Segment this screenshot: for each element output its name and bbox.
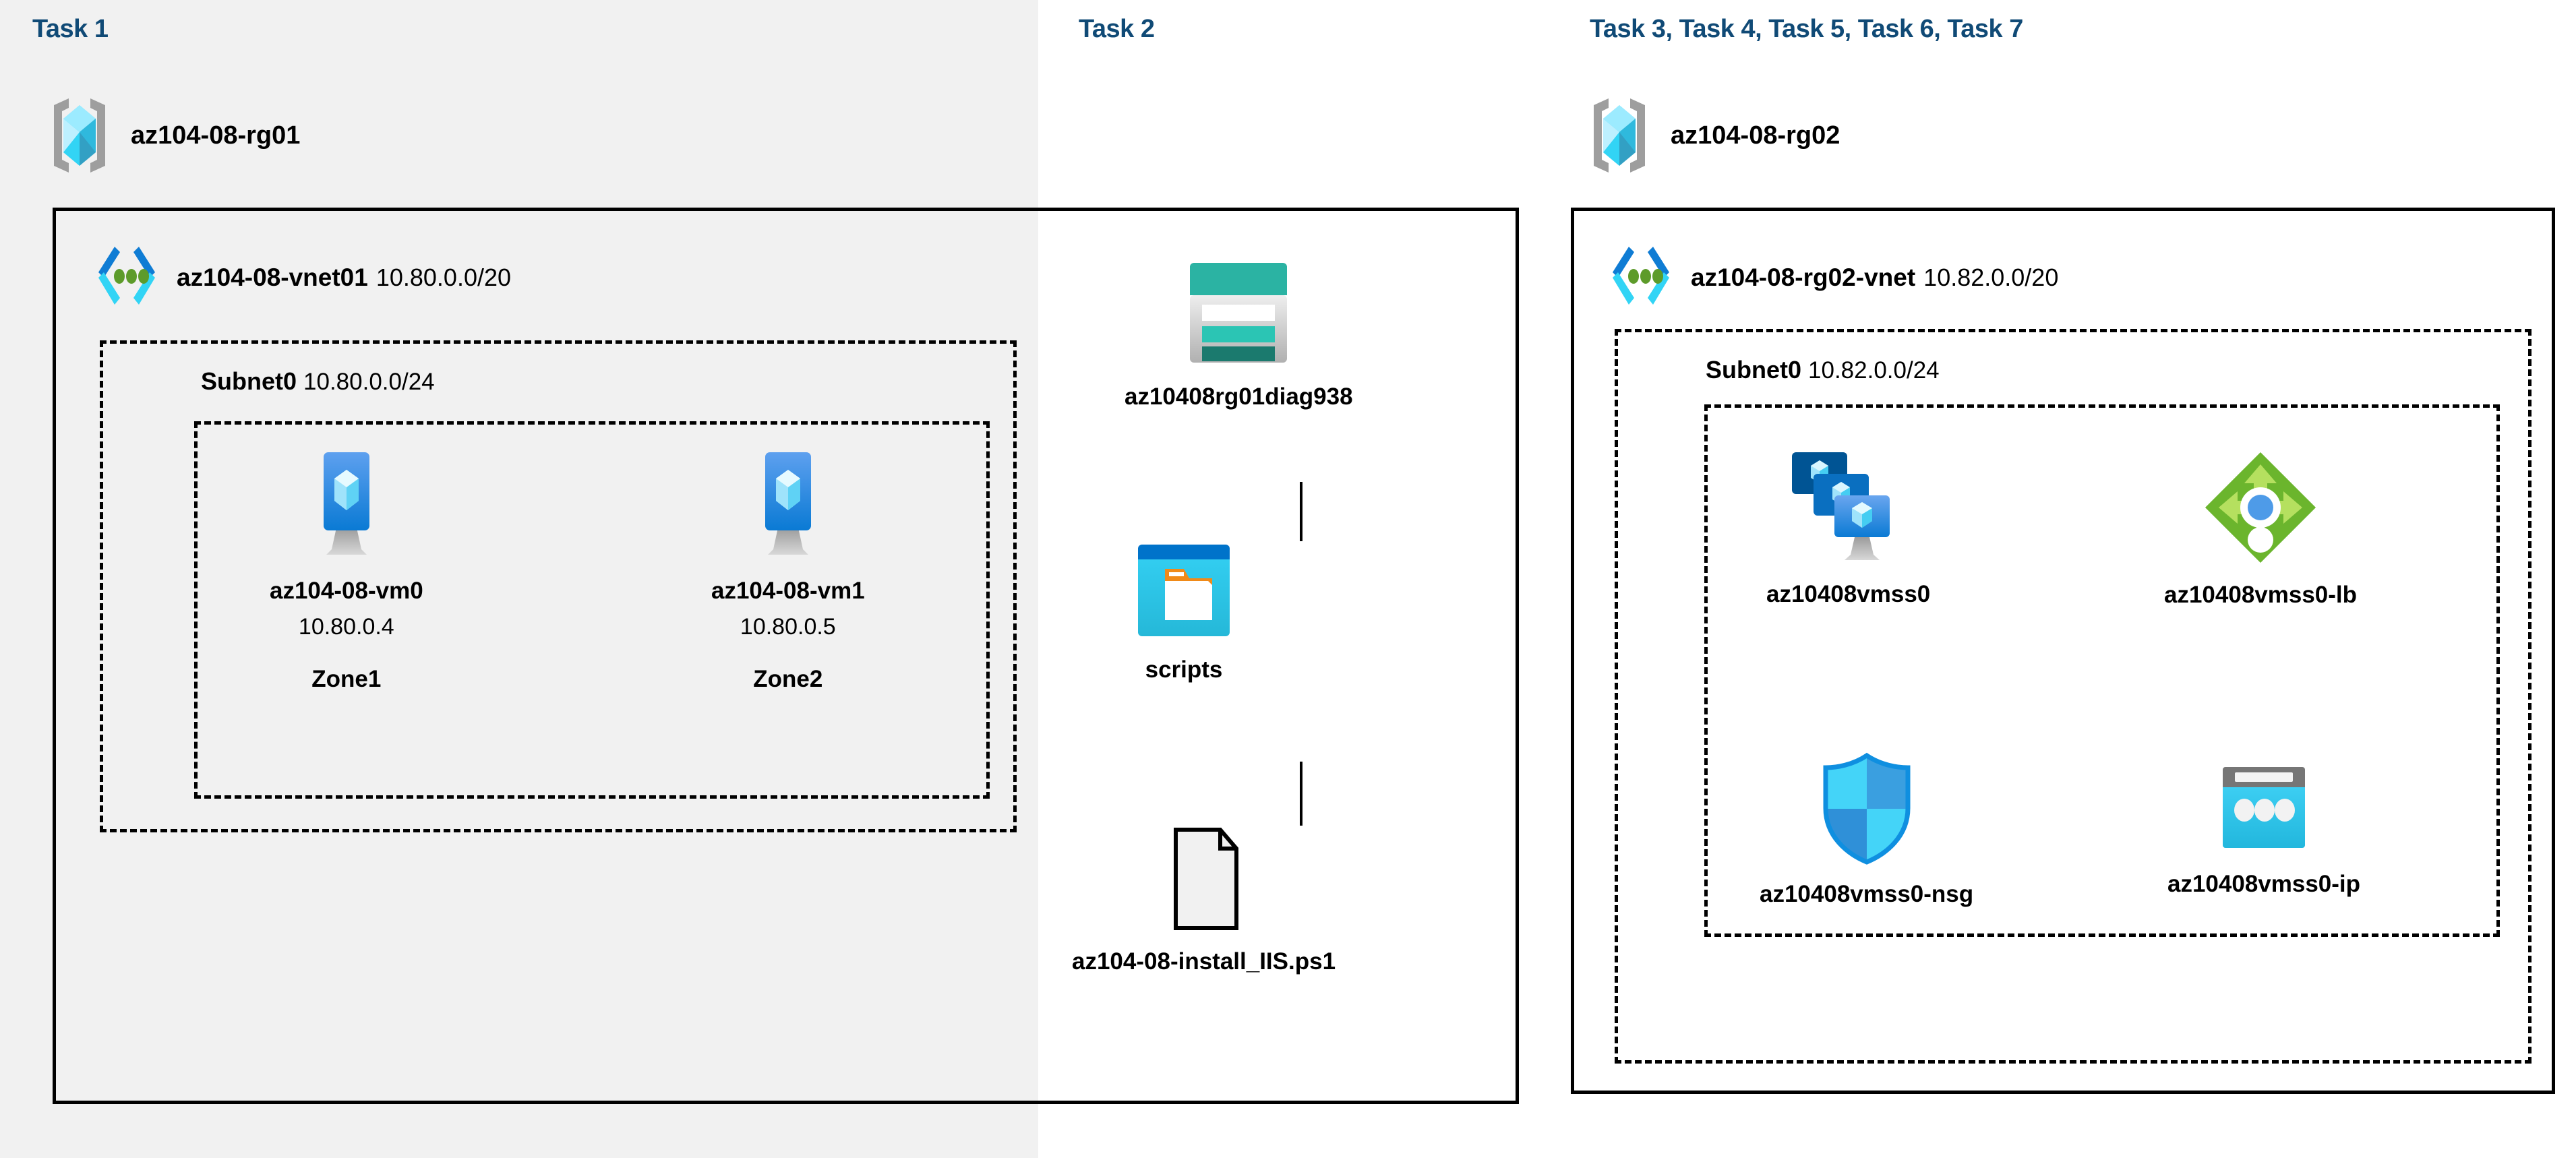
load-balancer-name: az10408vmss0-lb: [2164, 582, 2358, 608]
public-ip-address-icon: [2213, 762, 2314, 856]
load-balancer-node: az10408vmss0-lb: [2164, 448, 2357, 609]
vm-scale-set-node: az10408vmss0: [1766, 448, 1930, 608]
vnet01-row: az104-08-vnet01 10.80.0.0/20: [94, 244, 511, 311]
availability-zones-boundary: [194, 421, 990, 799]
blob-container-name: scripts: [1145, 656, 1223, 683]
subnet0-right-boundary: [1615, 329, 2532, 1064]
subnet0-right-cidr: 10.82.0.0/24: [1808, 357, 1940, 383]
script-file-node: az104-08-install_IIS.ps1: [1072, 826, 1336, 975]
task-2-header: Task 2: [1079, 15, 1155, 43]
blob-container-node: scripts: [1133, 539, 1235, 683]
resource-group-icon: [49, 96, 111, 175]
vnet-rg02-cidr: 10.82.0.0/20: [1923, 264, 2059, 291]
vm-scale-set-icon: [1788, 448, 1909, 566]
vm-az104-08-vm1: az104-08-vm1 10.80.0.5 Zone2: [711, 448, 865, 693]
public-ip-address-name: az10408vmss0-ip: [2167, 871, 2361, 897]
connector-container-to-file: [1300, 762, 1302, 826]
task-1-header: Task 1: [32, 15, 109, 43]
vnet-rg02-row: az104-08-rg02-vnet 10.82.0.0/20: [1609, 244, 2058, 311]
subnet0-left-name: Subnet0: [201, 367, 297, 395]
resource-group-icon: [1588, 96, 1650, 175]
vm-az104-08-vm0: az104-08-vm0 10.80.0.4 Zone1: [270, 448, 423, 693]
subnet0-left-cidr: 10.80.0.0/24: [303, 369, 435, 395]
vm1-ip: 10.80.0.5: [740, 614, 836, 640]
vnet-rg02-boundary: [1571, 208, 2555, 1094]
connector-storage-to-container: [1300, 482, 1302, 541]
blob-container-icon: [1133, 539, 1235, 642]
vm0-zone: Zone1: [311, 666, 382, 692]
task-3-7-header: Task 3, Task 4, Task 5, Task 6, Task 7: [1590, 15, 2023, 43]
resource-group-rg01: az104-08-rg01: [49, 96, 300, 175]
vnet01-cidr: 10.80.0.0/20: [376, 264, 512, 291]
rg02-resources-boundary: [1704, 404, 2500, 937]
vm1-zone: Zone2: [753, 666, 823, 692]
subnet0-right-name: Subnet0: [1706, 356, 1802, 383]
file-icon: [1157, 826, 1251, 933]
vnet01-boundary: [53, 208, 1519, 1104]
virtual-machine-icon: [741, 448, 835, 563]
network-security-group-icon: [1816, 751, 1917, 866]
virtual-machine-icon: [299, 448, 394, 563]
vnet01-name: az104-08-vnet01: [177, 264, 368, 291]
storage-account-icon: [1178, 257, 1299, 369]
subnet0-left-boundary: [100, 340, 1017, 832]
vm0-name: az104-08-vm0: [270, 578, 423, 604]
panel-task-3: [0, 0, 1011, 1146]
script-file-name: az104-08-install_IIS.ps1: [1072, 948, 1336, 975]
network-security-group-name: az10408vmss0-nsg: [1760, 881, 1974, 907]
vm-scale-set-name: az10408vmss0: [1766, 581, 1931, 607]
storage-account-name: az10408rg01diag938: [1125, 383, 1353, 410]
public-ip-address-node: az10408vmss0-ip: [2167, 762, 2360, 898]
resource-group-rg02-label: az104-08-rg02: [1671, 121, 1840, 150]
virtual-network-icon: [94, 244, 159, 311]
resource-group-rg02: az104-08-rg02: [1588, 96, 1840, 175]
vnet-rg02-name: az104-08-rg02-vnet: [1691, 264, 1916, 291]
load-balancer-icon: [2201, 448, 2320, 567]
network-security-group-node: az10408vmss0-nsg: [1760, 751, 1973, 908]
virtual-network-icon: [1609, 244, 1673, 311]
vm1-name: az104-08-vm1: [711, 578, 865, 604]
resource-group-rg01-label: az104-08-rg01: [131, 121, 301, 150]
vm0-ip: 10.80.0.4: [298, 614, 394, 640]
storage-account-node: az10408rg01diag938: [1125, 257, 1353, 410]
